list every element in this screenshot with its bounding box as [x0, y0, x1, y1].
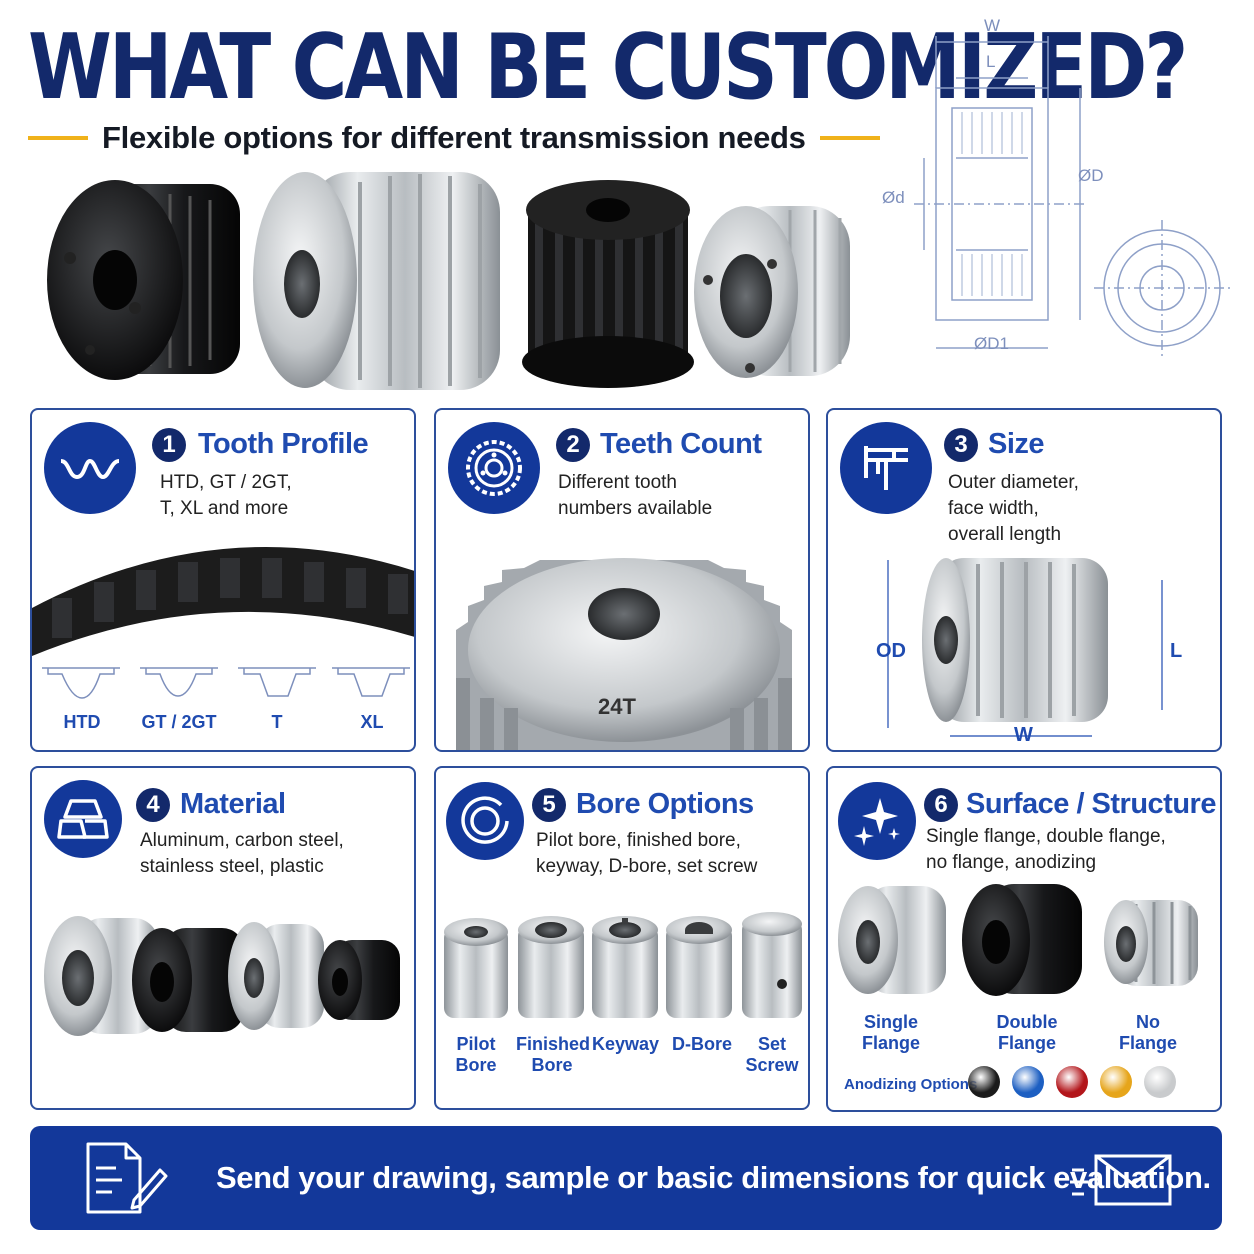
step-number: 6	[924, 788, 958, 822]
hero-pulley-images	[47, 172, 850, 390]
card-description: Different tooth numbers available	[558, 472, 713, 519]
step-number: 3	[944, 428, 978, 462]
page-title: WHAT CAN BE CUSTOMIZED?	[28, 14, 1188, 120]
gold-rule-left	[28, 136, 88, 140]
profile-label-gt: GT / 2GT	[141, 712, 217, 732]
card-teeth-count: 2 Teeth Count Different tooth numbers av…	[434, 408, 810, 752]
sparkle-icon	[838, 782, 916, 860]
anodizing-swatch	[1012, 1066, 1044, 1098]
page-subtitle: Flexible options for different transmiss…	[102, 120, 806, 155]
flange-label-none: No Flange	[1118, 1012, 1177, 1053]
step-number: 2	[556, 428, 590, 462]
gear-24t-image	[456, 558, 792, 750]
bore-label-set-screw: Set Screw	[745, 1034, 799, 1075]
card-description: Outer diameter, face width, overall leng…	[948, 472, 1079, 545]
card-title: Tooth Profile	[198, 428, 369, 460]
bore-icon	[446, 782, 524, 860]
material-blocks-icon	[44, 780, 122, 858]
card-bore-options: 5 Bore Options Pilot bore, finished bore…	[434, 766, 810, 1110]
flange-samples-image	[838, 884, 1198, 996]
gold-rule-right	[819, 136, 880, 140]
tooth-wave-icon	[44, 422, 136, 514]
card-description: Pilot bore, finished bore, keyway, D-bor…	[536, 830, 758, 877]
card-material: 4 Material Aluminum, carbon steel, stain…	[30, 766, 416, 1110]
dim-label-l: L	[986, 52, 996, 71]
dim-label-od: ØD	[1078, 166, 1104, 185]
card-description: HTD, GT / 2GT, T, XL and more	[160, 472, 292, 519]
dim-label-od1: ØD1	[974, 334, 1009, 353]
step-number: 1	[152, 428, 186, 462]
material-pulleys-image	[44, 916, 400, 1036]
dim-label-w: W	[984, 16, 1001, 35]
tooth-profile-diagrams	[42, 667, 410, 699]
document-pen-icon	[82, 1140, 170, 1216]
profile-label-t: T	[271, 712, 283, 732]
anodizing-swatch	[1144, 1066, 1176, 1098]
card-description: Aluminum, carbon steel, stainless steel,…	[140, 830, 344, 877]
caliper-icon	[840, 422, 932, 514]
bore-samples-image	[444, 912, 802, 1018]
mail-icon	[1070, 1152, 1174, 1208]
tooth-count-label: 24T	[598, 694, 636, 719]
card-surface-structure: 6 Surface / Structure Single flange, dou…	[826, 766, 1222, 1112]
card-title: Bore Options	[576, 788, 754, 820]
technical-drawing: W L ØD Ød ØD1	[874, 8, 1246, 392]
timing-belt-image	[32, 547, 414, 656]
bore-label-d-bore: D-Bore	[671, 1034, 732, 1054]
small-aluminum-pulley-image	[694, 206, 850, 378]
dim-label-od: OD	[876, 640, 906, 662]
step-number: 5	[532, 788, 566, 822]
aluminum-pulley-image	[253, 172, 500, 390]
anodizing-label: Anodizing Options	[844, 1076, 978, 1093]
cta-banner[interactable]: Send your drawing, sample or basic dimen…	[30, 1126, 1222, 1230]
dim-label-w: W	[1014, 724, 1033, 746]
anodizing-swatch	[968, 1066, 1000, 1098]
card-description: Single flange, double flange, no flange,…	[926, 826, 1166, 873]
profile-label-xl: XL	[360, 712, 384, 732]
cta-text: Send your drawing, sample or basic dimen…	[216, 1160, 1211, 1195]
black-gear-image	[522, 180, 694, 388]
card-title: Surface / Structure	[966, 788, 1216, 820]
card-size: 3 Size Outer diameter, face width, overa…	[826, 408, 1222, 752]
card-title: Teeth Count	[600, 428, 762, 460]
bore-label-keyway: Keyway	[592, 1034, 660, 1054]
card-tooth-profile: 1 Tooth Profile HTD, GT / 2GT, T, XL and…	[30, 408, 416, 752]
bore-label-pilot: Pilot Bore	[455, 1034, 497, 1075]
black-pulley-image	[47, 180, 240, 380]
flange-label-double: Double Flange	[996, 1012, 1058, 1053]
step-number: 4	[136, 788, 170, 822]
card-title: Size	[988, 428, 1045, 460]
dim-label-bore: Ød	[882, 188, 905, 207]
card-title: Material	[180, 788, 286, 820]
profile-label-htd: HTD	[63, 712, 101, 732]
anodizing-swatch	[1100, 1066, 1132, 1098]
dim-label-l: L	[1170, 640, 1183, 662]
bore-label-finished: Finished Bore	[516, 1034, 591, 1075]
gear-icon	[448, 422, 540, 514]
anodizing-swatch	[1056, 1066, 1088, 1098]
subtitle-row: Flexible options for different transmiss…	[28, 118, 880, 158]
pulley-dimension-image	[887, 558, 1163, 737]
flange-label-single: Single Flange	[861, 1012, 920, 1053]
